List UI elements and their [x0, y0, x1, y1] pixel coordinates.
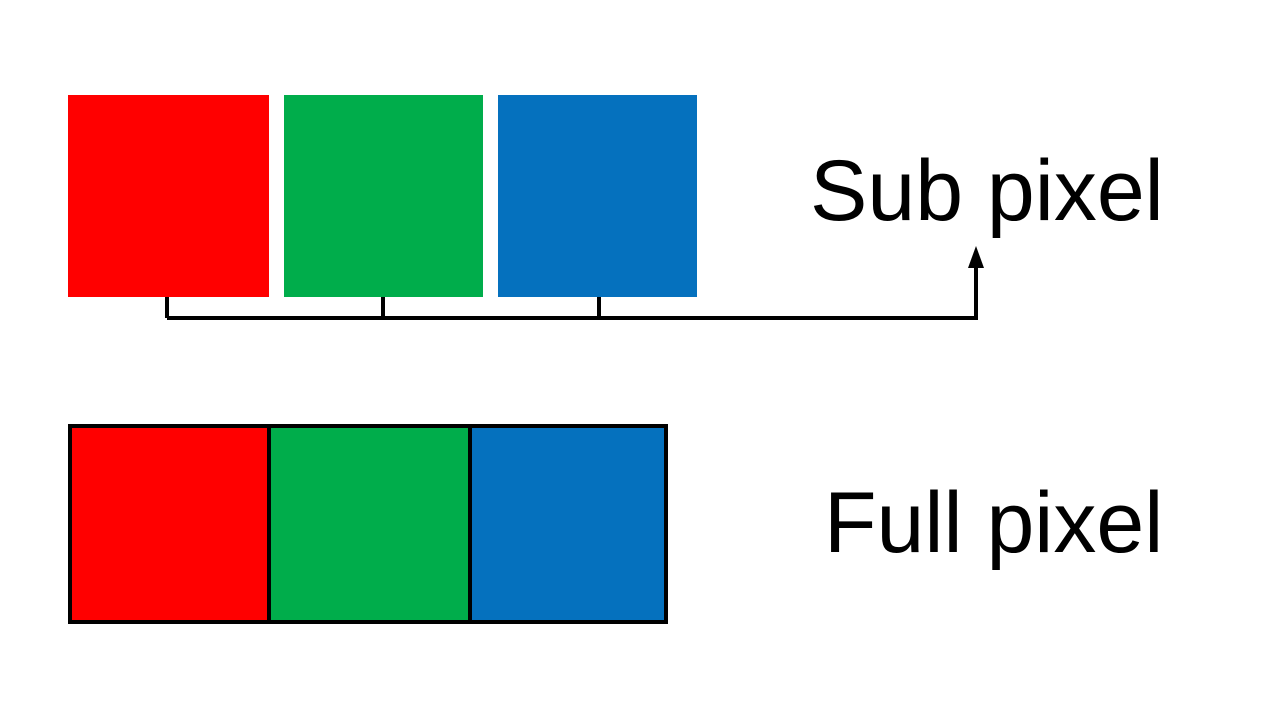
- full-pixel-label: Full pixel: [824, 475, 1164, 571]
- red-band: [70, 426, 269, 622]
- blue-subpixel: [498, 95, 697, 297]
- connector-arrow-icon: [968, 246, 984, 268]
- green-band: [269, 426, 470, 622]
- subpixel-callout-connector: [165, 256, 978, 320]
- full-pixel-outline: [68, 424, 668, 624]
- blue-band: [470, 426, 666, 622]
- sub-pixel-label: Sub pixel: [810, 143, 1164, 239]
- full-pixel-row: [68, 424, 668, 624]
- sub-pixel-row: [68, 95, 697, 297]
- red-subpixel: [68, 95, 269, 297]
- green-subpixel: [284, 95, 483, 297]
- connector-rail: [167, 256, 978, 320]
